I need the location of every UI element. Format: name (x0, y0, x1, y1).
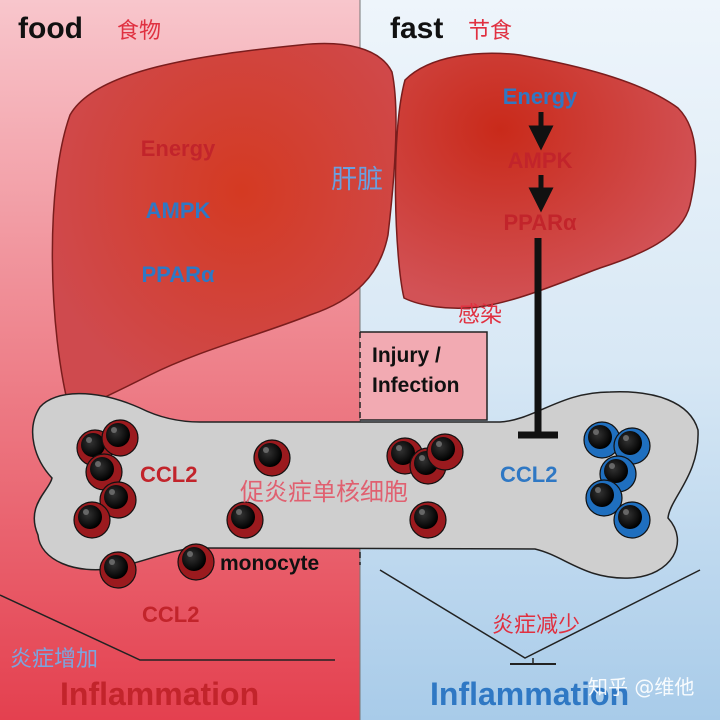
blue-monocytes (583, 421, 651, 539)
monocyte-label: monocyte (220, 552, 319, 575)
blue-monocyte-cell (613, 427, 651, 465)
left-inflammation: Inflammation (60, 676, 259, 712)
food-heading: food (18, 12, 83, 45)
red-monocyte-cell (177, 543, 215, 581)
injury-label: Injury / (372, 344, 441, 367)
bone-cn-label: 促炎症单核细胞 (240, 478, 408, 506)
infection-cn-label: 感染 (458, 303, 502, 328)
red-monocyte-cell (73, 501, 111, 539)
red-monocytes (73, 419, 464, 589)
liver-cn-label: 肝脏 (331, 165, 383, 195)
left-energy-label: Energy (141, 136, 216, 161)
blue-monocyte-cell (583, 421, 621, 459)
left-funnel (0, 594, 335, 661)
red-monocyte-cell (101, 419, 139, 457)
fast-heading-cn: 节食 (468, 19, 512, 44)
red-monocyte-cell (99, 481, 137, 519)
red-monocyte-cell (253, 439, 291, 477)
right-funnel (379, 569, 701, 659)
liver-right (394, 52, 697, 309)
food-heading-cn: 食物 (117, 19, 161, 44)
red-monocyte-cell (409, 501, 447, 539)
red-monocyte-cell (426, 433, 464, 471)
left-ampk-label: AMPK (146, 198, 211, 223)
left-ppar-label: PPARα (141, 262, 214, 287)
red-monocyte-cell (99, 551, 137, 589)
right-ampk-label: AMPK (508, 148, 573, 173)
right-energy-label: Energy (503, 84, 578, 109)
infection-label: Infection (372, 374, 460, 397)
right-inflammation: Inflammation (430, 676, 629, 712)
left-cn-inflammation: 炎症增加 (10, 647, 98, 672)
fast-heading: fast (390, 12, 443, 45)
watermark: 知乎 @维他 (588, 675, 694, 699)
outside-ccl2-label: CCL2 (142, 602, 199, 627)
blue-monocyte-cell (613, 501, 651, 539)
bone-ccl2-left: CCL2 (140, 462, 197, 487)
infection-box (360, 331, 488, 421)
right-ppar-label: PPARα (503, 210, 576, 235)
right-cn-inflammation: 炎症减少 (492, 613, 580, 638)
blue-monocyte-cell (585, 479, 623, 517)
red-monocyte-cell (226, 501, 264, 539)
bone-ccl2-right: CCL2 (500, 462, 557, 487)
